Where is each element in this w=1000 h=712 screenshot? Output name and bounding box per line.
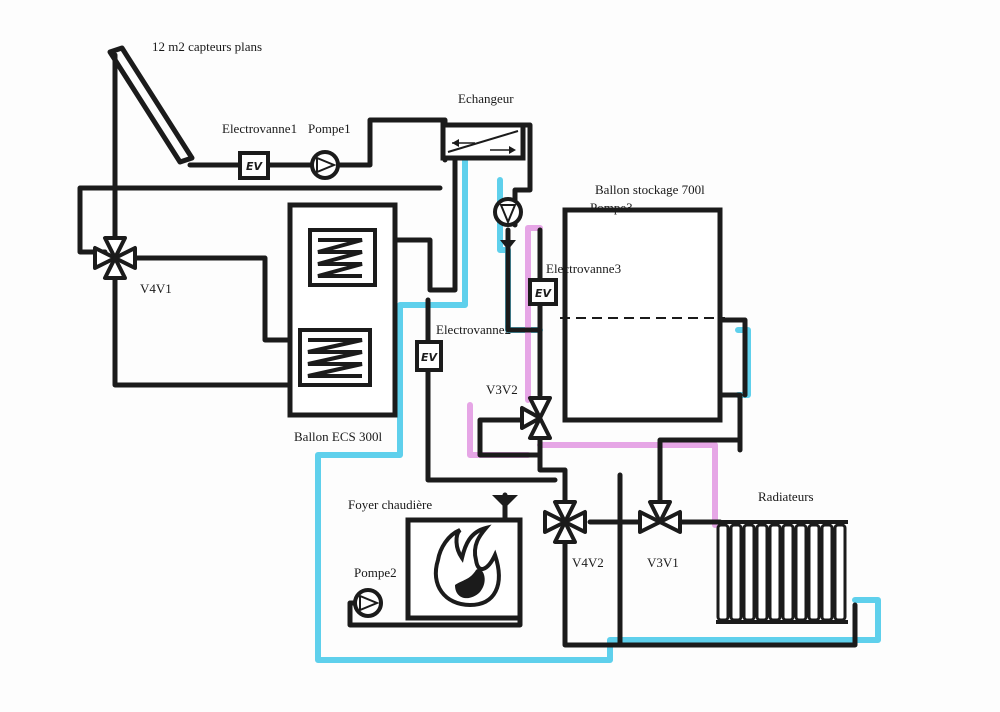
- collectors-label: 12 m2 capteurs plans: [152, 39, 263, 54]
- v3v2-label: V3V2: [486, 382, 518, 397]
- foyer-label: Foyer chaudière: [348, 497, 433, 512]
- ev-symbol: EV: [421, 351, 439, 364]
- pump-3: [493, 197, 523, 250]
- pump-1: [310, 150, 340, 180]
- ev-symbol: EV: [246, 160, 264, 173]
- boiler-furnace: [405, 495, 523, 621]
- valve-v3v2: [520, 396, 552, 440]
- radiateurs-label: Radiateurs: [758, 489, 814, 504]
- pompe2-label: Pompe2: [354, 565, 397, 580]
- pompe1-label: Pompe1: [308, 121, 351, 136]
- ev-symbol: EV: [535, 287, 553, 300]
- electrovanne-3: EV: [528, 278, 558, 306]
- electrovanne-1: EV: [238, 151, 270, 180]
- echangeur-label: Echangeur: [458, 91, 514, 106]
- ballon-stockage-label: Ballon stockage 700l: [595, 182, 705, 197]
- electrovanne1-label: Electrovanne1: [222, 121, 298, 136]
- ballon-ecs-label: Ballon ECS 300l: [294, 429, 383, 444]
- valve-v4v1: [93, 236, 137, 280]
- valve-v4v2: [543, 500, 587, 544]
- electrovanne3-label: Electrovanne3: [546, 261, 622, 276]
- v4v2-label: V4V2: [572, 555, 604, 570]
- pump-2: [353, 588, 383, 618]
- electrovanne-2: EV: [415, 340, 443, 372]
- storage-tank: [560, 207, 725, 423]
- pipes: [77, 52, 858, 648]
- radiators: [716, 520, 848, 624]
- ecs-tank: [287, 202, 398, 418]
- solar-collector: [107, 45, 195, 165]
- heat-exchanger: [440, 122, 526, 161]
- v4v1-label: V4V1: [140, 281, 172, 296]
- v3v1-label: V3V1: [647, 555, 679, 570]
- valve-v3v1: [638, 500, 682, 534]
- pompe3-label: Pompe3: [590, 200, 633, 215]
- electrovanne2-label: Electrovanne2: [436, 322, 512, 337]
